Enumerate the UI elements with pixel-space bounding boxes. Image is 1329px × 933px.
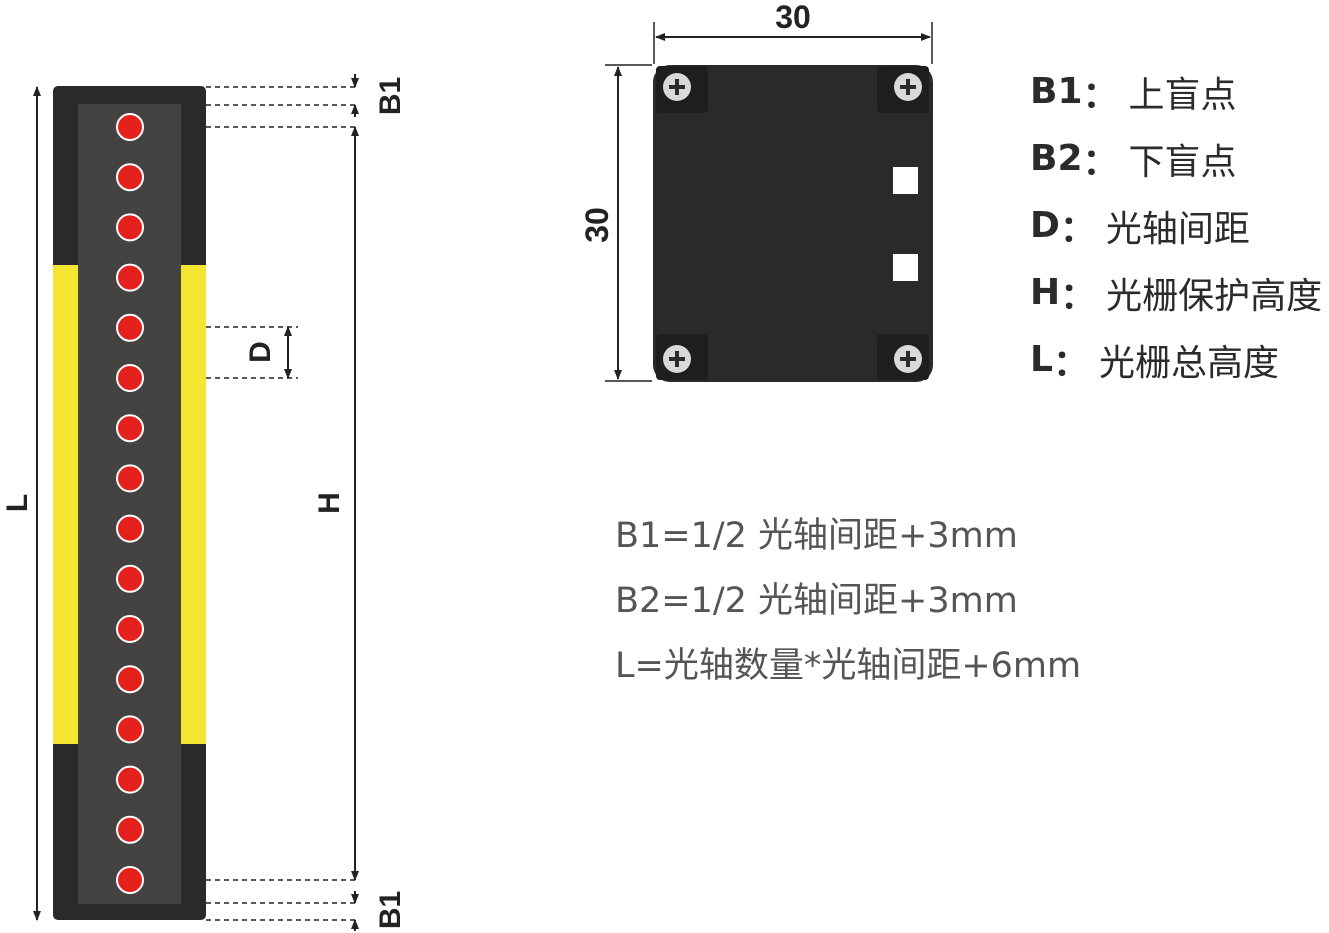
legend-separator: ：: [1052, 342, 1089, 384]
legend-key: B2: [1030, 138, 1083, 179]
legend-separator: ：: [1059, 208, 1096, 250]
emitter-dot: [116, 313, 144, 342]
legend-separator: ：: [1082, 74, 1119, 116]
emitter-dot: [116, 866, 144, 894]
cross-section-view: 30 30: [579, 0, 933, 382]
label-H: H: [313, 492, 346, 514]
screw-icon: [894, 345, 922, 373]
formula-l: L=光轴数量*光轴间距+6mm: [615, 646, 1082, 686]
legend-desc: 光轴间距: [1105, 208, 1250, 250]
emitter-dot: [116, 514, 144, 543]
screw-icon: [663, 345, 691, 373]
profile-body: [653, 65, 933, 382]
emitter-column: [116, 113, 144, 894]
emitter-dot: [116, 113, 144, 141]
dimension-L: L: [1, 86, 41, 921]
formula-b2: B2=1/2 光轴间距+3mm: [615, 581, 1018, 621]
legend-row-l: L：光栅总高度: [1030, 326, 1322, 393]
legend-row-h: H：光栅保护高度: [1030, 259, 1322, 326]
legend-key: L: [1030, 339, 1053, 380]
legend-key: B1: [1030, 71, 1083, 112]
dimension-B1-bottom: B1: [206, 879, 407, 931]
label-width-30: 30: [775, 0, 811, 35]
legend-desc: 光栅保护高度: [1106, 275, 1323, 317]
dimension-B1-top: B1: [206, 74, 407, 128]
yellow-band-left: [53, 265, 78, 744]
slot-edge: [918, 167, 933, 281]
screw-icon: [663, 73, 691, 101]
emitter-dot: [116, 715, 144, 744]
formula-block: B1=1/2 光轴间距+3mm B2=1/2 光轴间距+3mm L=光轴数量*光…: [615, 500, 1081, 695]
legend: B1：上盲点 B2：下盲点 D：光轴间距 H：光栅保护高度 L：光栅总高度: [1030, 58, 1322, 393]
legend-desc: 上盲点: [1128, 74, 1237, 116]
label-B1-top: B1: [374, 77, 407, 115]
emitter-dot: [116, 665, 144, 694]
legend-desc: 下盲点: [1128, 141, 1237, 183]
emitter-dot: [116, 364, 144, 392]
dimension-H: H: [313, 126, 359, 881]
label-B1-bottom: B1: [374, 891, 407, 929]
formula-b1: B1=1/2 光轴间距+3mm: [615, 516, 1018, 556]
emitter-dot: [116, 564, 144, 593]
legend-row-d: D：光轴间距: [1030, 192, 1322, 259]
emitter-dot: [116, 163, 144, 192]
legend-key: H: [1030, 272, 1061, 313]
label-height-30: 30: [579, 207, 615, 243]
legend-desc: 光栅总高度: [1098, 342, 1279, 384]
legend-separator: ：: [1082, 141, 1119, 183]
slot-tab: [893, 194, 918, 254]
emitter-dot: [116, 464, 144, 493]
yellow-band-right: [181, 265, 206, 744]
emitter-dot: [116, 615, 144, 643]
label-L: L: [1, 494, 34, 512]
emitter-dot: [116, 414, 144, 443]
legend-separator: ：: [1060, 275, 1097, 317]
emitter-dot: [116, 815, 144, 844]
label-D: D: [244, 341, 277, 363]
screw-icon: [894, 73, 922, 101]
emitter-dot: [116, 765, 144, 794]
emitter-dot: [116, 263, 144, 292]
legend-key: D: [1030, 205, 1060, 246]
legend-row-b2: B2：下盲点: [1030, 125, 1322, 192]
emitter-dot: [116, 213, 144, 242]
light-curtain-bar: [53, 86, 206, 920]
legend-row-b1: B1：上盲点: [1030, 58, 1322, 125]
dimension-D: D: [206, 326, 298, 379]
